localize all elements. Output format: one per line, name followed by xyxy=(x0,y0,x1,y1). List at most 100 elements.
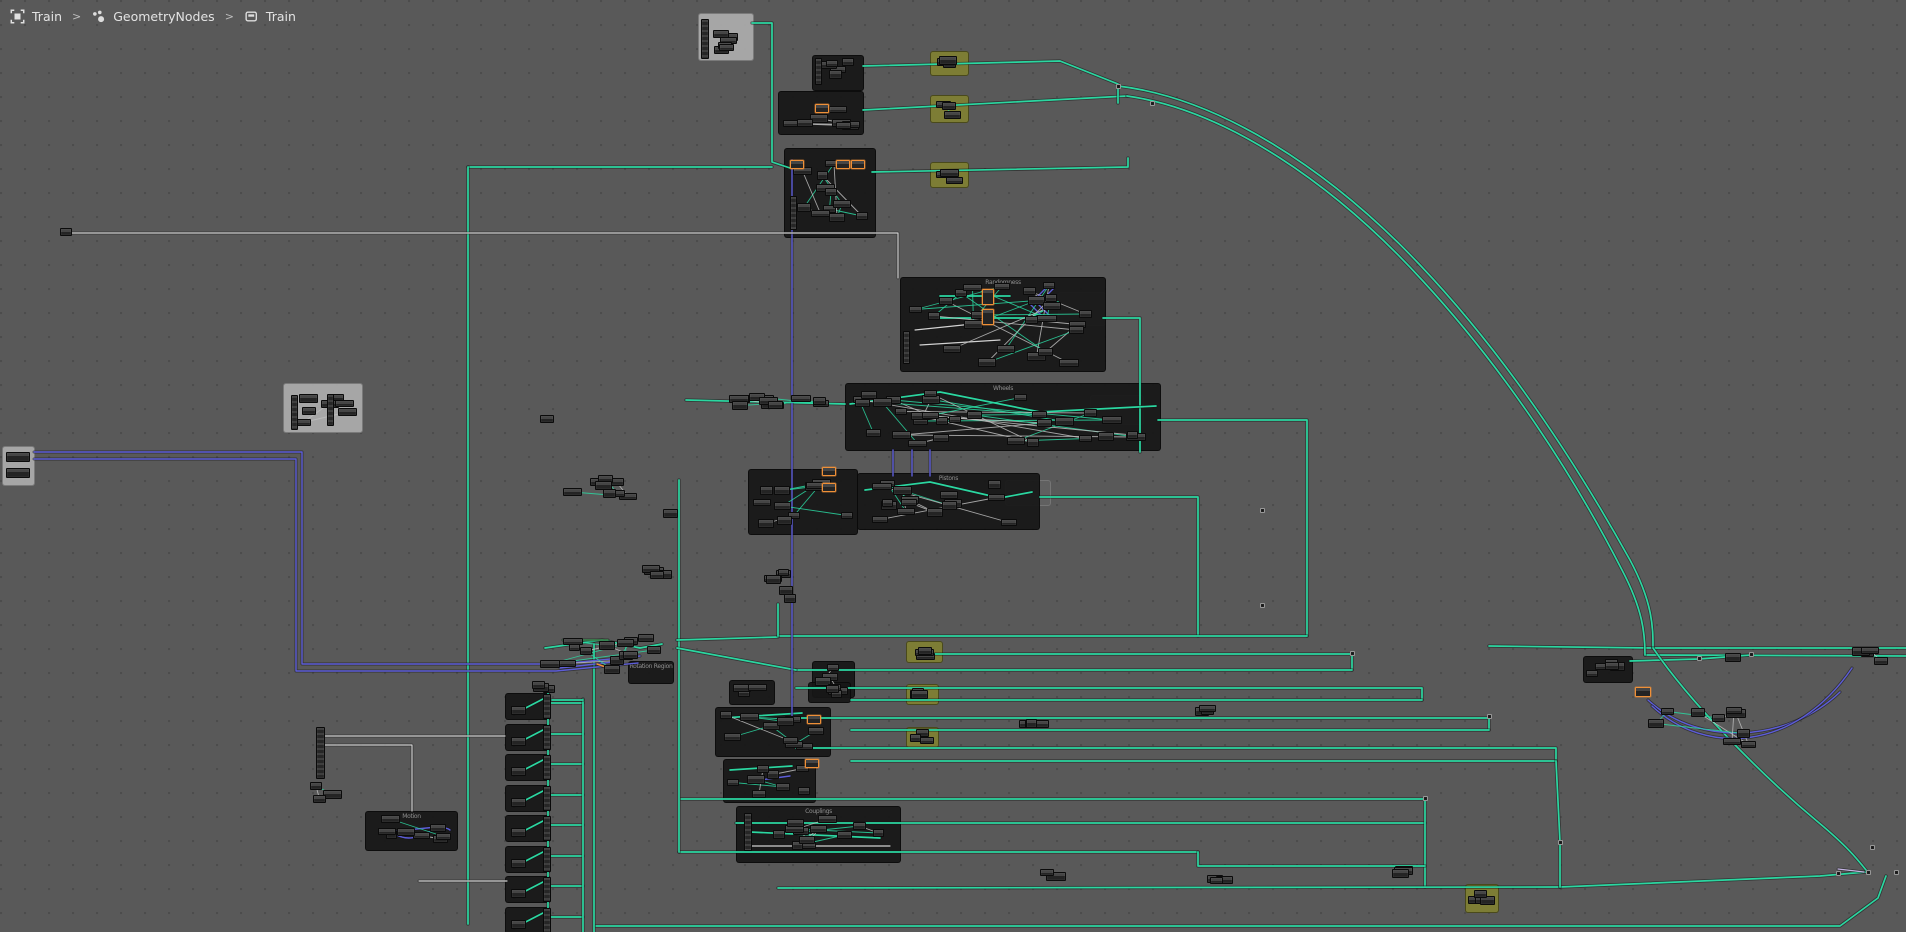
node[interactable] xyxy=(1586,670,1598,677)
node[interactable] xyxy=(638,634,654,642)
node[interactable] xyxy=(543,877,551,902)
node[interactable] xyxy=(511,706,526,715)
node[interactable] xyxy=(939,56,957,65)
node[interactable] xyxy=(766,575,781,584)
node[interactable] xyxy=(861,391,877,399)
node[interactable] xyxy=(543,816,551,841)
node[interactable] xyxy=(825,188,837,196)
node[interactable] xyxy=(381,815,400,823)
node[interactable] xyxy=(893,486,912,495)
node[interactable] xyxy=(826,60,838,67)
node[interactable] xyxy=(1102,416,1122,424)
node[interactable] xyxy=(6,452,30,462)
reroute-node[interactable] xyxy=(1697,656,1702,661)
node[interactable] xyxy=(338,408,357,416)
node[interactable] xyxy=(1480,896,1495,905)
node[interactable] xyxy=(752,790,766,798)
node[interactable] xyxy=(779,586,793,595)
node[interactable] xyxy=(1032,411,1047,418)
node[interactable] xyxy=(944,111,961,119)
node[interactable] xyxy=(791,395,811,402)
node[interactable] xyxy=(799,836,815,844)
node[interactable] xyxy=(892,431,911,439)
node[interactable] xyxy=(511,828,526,837)
node[interactable] xyxy=(967,411,982,419)
node[interactable] xyxy=(1861,647,1879,654)
node[interactable] xyxy=(323,790,342,799)
node[interactable] xyxy=(1037,315,1057,322)
node[interactable] xyxy=(988,480,1001,489)
node[interactable] xyxy=(773,830,785,839)
node[interactable] xyxy=(822,467,836,476)
node[interactable] xyxy=(783,737,798,744)
node[interactable] xyxy=(777,516,792,525)
node[interactable] xyxy=(647,646,661,654)
node[interactable] xyxy=(1027,352,1046,361)
node[interactable] xyxy=(302,407,316,415)
node[interactable] xyxy=(1059,359,1079,367)
node[interactable] xyxy=(928,312,940,320)
node[interactable] xyxy=(335,400,354,407)
node[interactable] xyxy=(650,571,664,579)
node[interactable] xyxy=(774,486,790,495)
node[interactable] xyxy=(866,429,881,437)
node[interactable] xyxy=(817,171,828,180)
node[interactable] xyxy=(829,70,842,79)
node[interactable] xyxy=(778,569,789,576)
node[interactable] xyxy=(790,196,797,230)
node[interactable] xyxy=(413,832,430,839)
node[interactable] xyxy=(378,828,396,835)
node[interactable] xyxy=(918,647,932,655)
node[interactable] xyxy=(903,331,910,364)
node[interactable] xyxy=(1392,869,1409,878)
node[interactable] xyxy=(811,210,830,217)
node[interactable] xyxy=(837,831,852,839)
node[interactable] xyxy=(940,169,959,177)
node[interactable] xyxy=(872,483,892,490)
node[interactable] xyxy=(758,519,774,528)
node[interactable] xyxy=(701,19,709,59)
node[interactable] xyxy=(1737,729,1750,738)
node[interactable] xyxy=(511,767,526,776)
reroute-node[interactable] xyxy=(1558,840,1563,845)
node[interactable] xyxy=(1127,431,1138,439)
node[interactable] xyxy=(540,415,554,423)
node[interactable] xyxy=(1474,890,1487,898)
node[interactable] xyxy=(815,104,829,113)
node[interactable] xyxy=(511,889,526,898)
node[interactable] xyxy=(760,486,773,495)
node[interactable] xyxy=(1001,519,1017,526)
node[interactable] xyxy=(599,641,615,650)
node[interactable] xyxy=(963,284,982,291)
node[interactable] xyxy=(719,44,734,51)
node[interactable] xyxy=(1037,419,1052,427)
node[interactable] xyxy=(713,30,729,38)
node[interactable] xyxy=(603,489,616,498)
node[interactable] xyxy=(827,664,839,671)
node[interactable] xyxy=(910,734,921,742)
node[interactable] xyxy=(1028,296,1045,305)
node[interactable] xyxy=(978,358,996,367)
node[interactable] xyxy=(6,468,30,478)
node[interactable] xyxy=(1210,877,1223,884)
node[interactable] xyxy=(1648,719,1664,728)
node[interactable] xyxy=(873,829,884,837)
node[interactable] xyxy=(313,795,326,803)
node[interactable] xyxy=(818,815,837,823)
node[interactable] xyxy=(955,289,967,297)
node[interactable] xyxy=(982,289,994,305)
node[interactable] xyxy=(532,681,545,689)
node[interactable] xyxy=(815,677,831,686)
node[interactable] xyxy=(787,819,804,827)
node[interactable] xyxy=(790,160,804,169)
node[interactable] xyxy=(623,651,638,659)
node[interactable] xyxy=(1741,741,1756,748)
node[interactable] xyxy=(994,283,1010,290)
node[interactable] xyxy=(511,859,526,868)
node[interactable] xyxy=(798,787,810,795)
node[interactable] xyxy=(813,397,826,405)
node[interactable] xyxy=(724,733,741,741)
node[interactable] xyxy=(895,408,907,415)
node[interactable] xyxy=(964,320,983,329)
node[interactable] xyxy=(299,394,318,403)
